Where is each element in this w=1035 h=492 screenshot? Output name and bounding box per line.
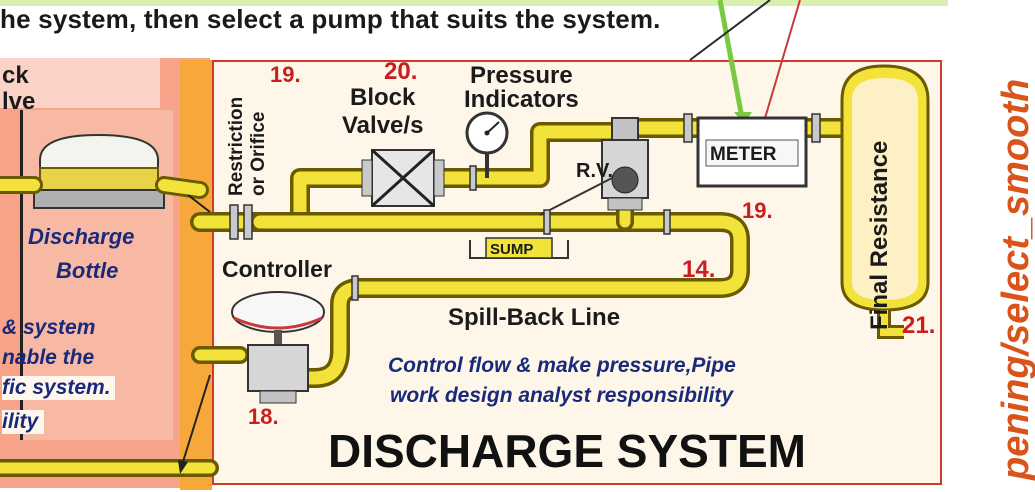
ref-19-meter: 19.	[742, 198, 773, 223]
restriction-label: Restriction	[226, 96, 247, 196]
headline-text: he system, then select a pump that suits…	[0, 4, 661, 34]
discharge-bottle	[33, 133, 165, 209]
orifice-label: or Orifice	[248, 111, 269, 196]
headline-band	[0, 0, 1000, 6]
ref-14: 14.	[682, 256, 716, 283]
left-arrow-head	[178, 460, 188, 474]
controller-valve	[231, 291, 325, 404]
discharge-system-title: DISCHARGE SYSTEM	[328, 425, 806, 477]
block-valve	[361, 148, 445, 208]
final-resistance-tank	[840, 64, 930, 339]
ref-21: 21.	[902, 312, 936, 339]
right-margin	[948, 0, 1035, 492]
pressure-indicators-label-1: Pressure	[470, 62, 573, 89]
left-panel-header	[0, 58, 160, 108]
left-note-4: ility	[2, 410, 45, 434]
spill-back-line-label: Spill-Back Line	[448, 304, 621, 331]
meter-label: METER	[710, 144, 777, 165]
description-line-1: Control flow & make pressure,Pipe	[388, 354, 736, 377]
inlet-arrow-line	[187, 194, 211, 213]
side-caption: pening/select_smooth	[995, 78, 1035, 480]
left-arrow-line	[181, 374, 211, 466]
ref-20: 20.	[384, 58, 418, 85]
meter-flanges	[683, 113, 821, 143]
sump-label: SUMP	[490, 241, 534, 258]
left-note-3: fic system.	[2, 376, 115, 400]
discharge-bottle-label-2: Bottle	[56, 258, 119, 283]
sump	[469, 237, 569, 259]
red-pointer-line	[759, 0, 801, 136]
controller-label: Controller	[222, 256, 332, 282]
left-note-1: & system	[2, 316, 96, 339]
line-flanges	[351, 165, 671, 301]
relief-valve	[601, 117, 649, 211]
final-resistance-label: Final Resistance	[866, 140, 893, 330]
pressure-gauge	[465, 111, 509, 178]
ref-19-restriction: 19.	[270, 62, 301, 87]
black-pointer-line	[689, 0, 771, 61]
rv-pointer	[539, 177, 613, 216]
relief-valve-label: R.V.	[576, 160, 614, 182]
pressure-indicators-label-2: Indicators	[464, 86, 579, 113]
left-note-2: nable the	[2, 346, 95, 369]
ref-18: 18.	[248, 404, 279, 429]
orifice-flanges	[229, 204, 253, 240]
green-pointer-line	[717, 0, 745, 119]
description-line-2: work design analyst responsibility	[390, 384, 734, 407]
block-valve-label-top: ck	[2, 62, 29, 89]
flow-meter	[696, 116, 808, 188]
discharge-bottle-label-1: Discharge	[28, 224, 135, 249]
block-valves-label-2: Valve/s	[342, 112, 424, 139]
block-valves-label-1: Block	[350, 84, 416, 111]
